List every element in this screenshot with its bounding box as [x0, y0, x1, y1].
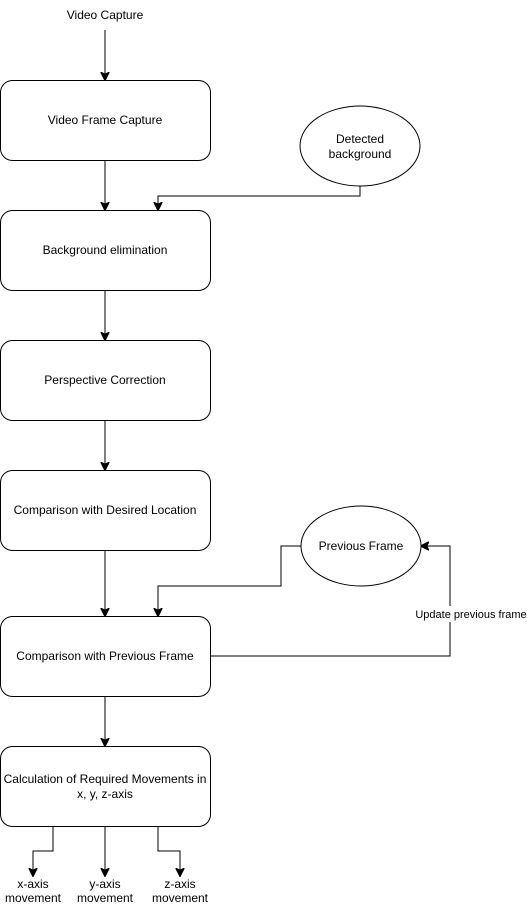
node-calculation-label-line1: Calculation of Required Movements in [4, 772, 207, 786]
edges [33, 30, 451, 876]
node-previous-frame-label: Previous Frame [319, 539, 404, 553]
node-video-frame-capture-label: Video Frame Capture [48, 113, 163, 127]
node-detected-background-label-line1: Detected [336, 132, 384, 146]
start-label-video-capture: Video Capture [67, 8, 144, 22]
output-y-axis-line2: movement [77, 891, 134, 905]
node-video-frame-capture: Video Frame Capture [0, 80, 211, 161]
node-perspective-correction: Perspective Correction [0, 340, 211, 421]
output-z-axis-line2: movement [152, 891, 209, 905]
edge-previous-frame-to-previous-comparison [158, 545, 301, 616]
node-previous-frame: Previous Frame [300, 505, 422, 587]
node-comparison-previous-frame: Comparison with Previous Frame [0, 616, 211, 697]
edge-calculation-to-z-axis [157, 826, 180, 876]
edge-calculation-to-x-axis [33, 826, 54, 876]
output-x-axis-movement: x-axis movement [5, 877, 62, 905]
node-calculation-label-line2: x, y, z-axis [77, 787, 133, 801]
node-comparison-desired-location-label: Comparison with Desired Location [14, 503, 197, 517]
output-y-axis-line1: y-axis [89, 877, 120, 891]
output-x-axis-line1: x-axis [17, 877, 48, 891]
node-detected-background: Detected background [299, 105, 421, 187]
node-background-elimination: Background elimination [0, 210, 211, 291]
edge-label-bg [414, 606, 526, 622]
edge-detected-bg-to-bg-elimination [158, 186, 361, 210]
node-detected-background-label-line2: background [329, 147, 392, 161]
node-comparison-desired-location: Comparison with Desired Location [0, 470, 211, 551]
output-x-axis-line2: movement [5, 891, 62, 905]
output-y-axis-movement: y-axis movement [77, 877, 134, 905]
edge-label-update-previous-frame: Update previous frame [415, 609, 526, 621]
output-z-axis-line1: z-axis [164, 877, 195, 891]
edge-update-previous-frame [210, 546, 451, 657]
output-z-axis-movement: z-axis movement [152, 877, 209, 905]
node-calculation-required-movements: Calculation of Required Movements in x, … [0, 746, 211, 827]
node-comparison-previous-frame-label: Comparison with Previous Frame [16, 649, 194, 663]
node-background-elimination-label: Background elimination [43, 243, 168, 257]
node-perspective-correction-label: Perspective Correction [44, 373, 165, 387]
